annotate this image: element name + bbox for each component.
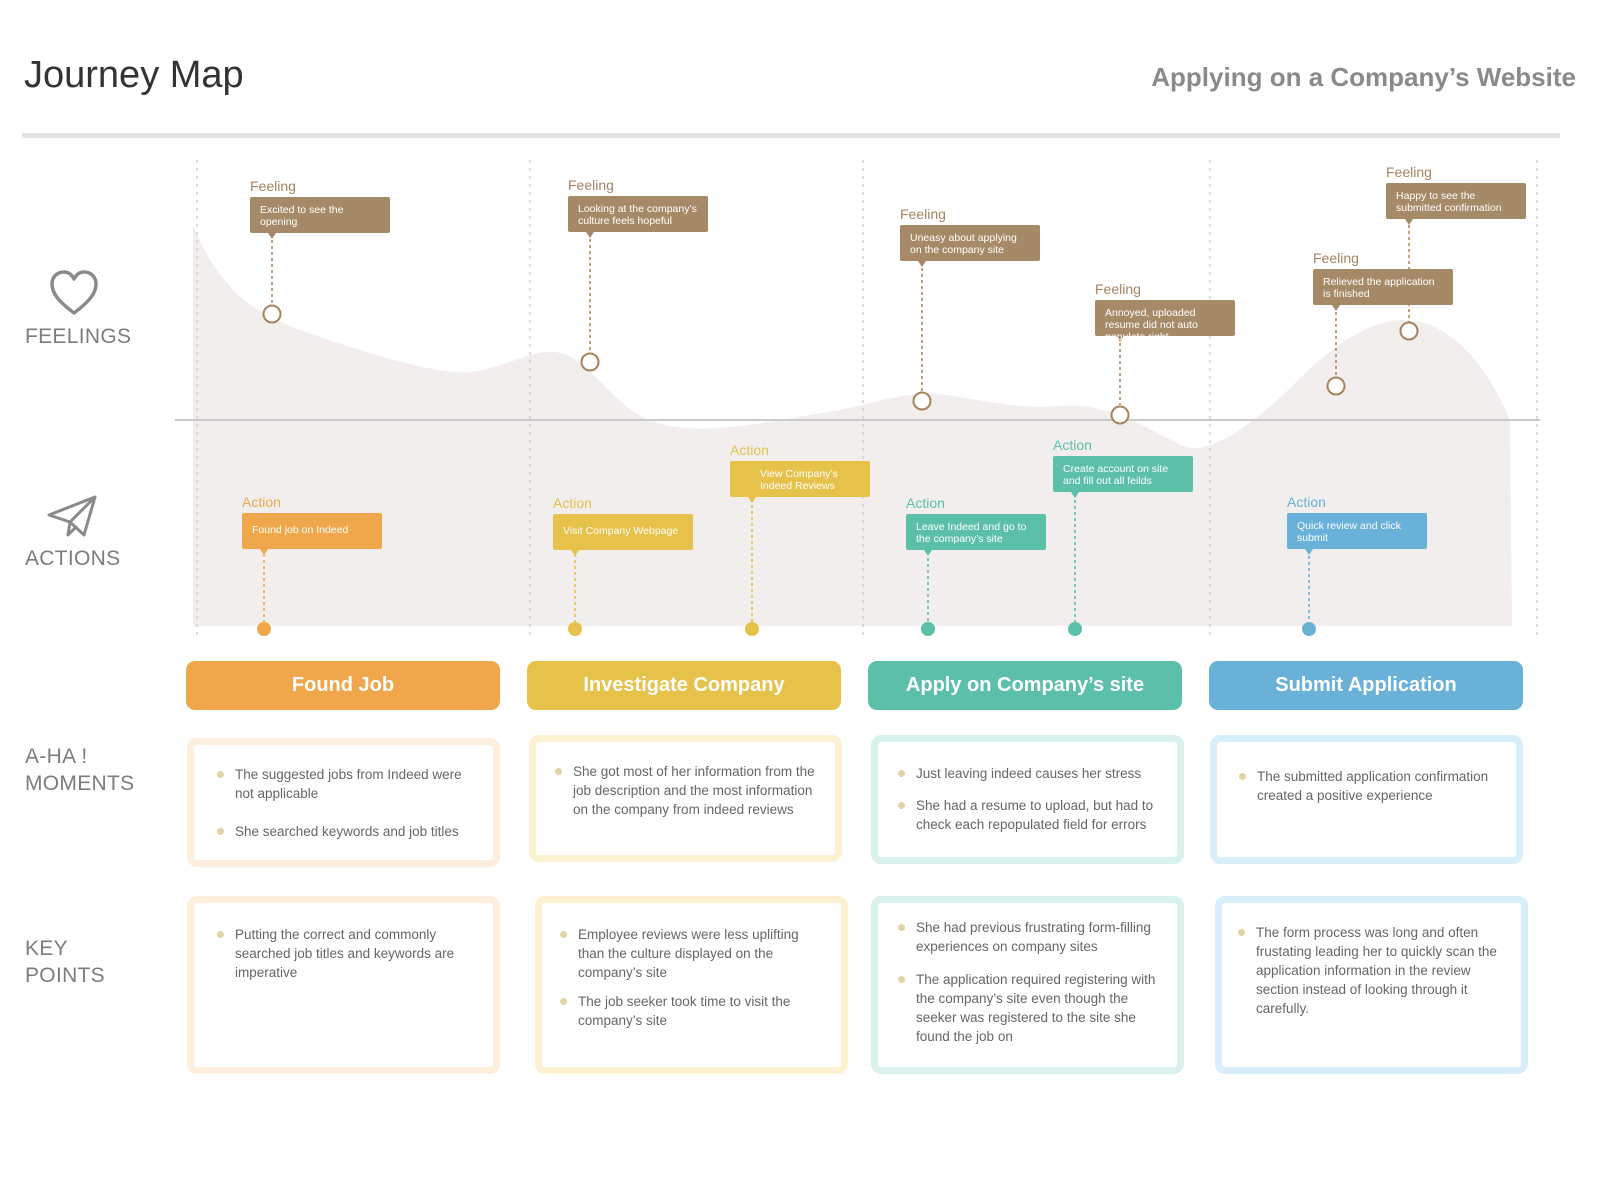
action-tag: Visit Company Webpage — [553, 514, 693, 550]
feeling-point — [580, 352, 600, 372]
feeling-pointer — [268, 233, 276, 239]
aha-card-found-job: The suggested jobs from Indeed were not … — [187, 738, 500, 867]
paper-plane-icon — [46, 493, 98, 550]
feeling-tag: Excited to see the opening — [250, 197, 390, 233]
aha-card-submit-application: The submitted application confirmation c… — [1210, 735, 1523, 864]
feeling-pointer — [1332, 305, 1340, 311]
heart-icon — [48, 268, 100, 325]
feeling-label: Feeling — [1386, 164, 1432, 180]
action-label: Action — [906, 495, 945, 511]
aha-card-apply-on-company-site: Just leaving indeed causes her stress Sh… — [871, 735, 1184, 864]
action-pointer — [1305, 549, 1313, 555]
feeling-markers — [262, 304, 1419, 425]
feeling-tag: Relieved the application is finished — [1313, 269, 1453, 305]
aha-item: The suggested jobs from Indeed were not … — [217, 765, 479, 803]
feeling-point — [262, 304, 282, 324]
row-label-feelings: FEELINGS — [25, 325, 132, 348]
feeling-point — [1399, 321, 1419, 341]
action-tag: Create account on site and fill out all … — [1053, 456, 1193, 492]
feeling-label: Feeling — [250, 178, 296, 194]
action-label: Action — [553, 495, 592, 511]
aha-item: She had a resume to upload, but had to c… — [898, 796, 1163, 834]
action-point — [1302, 622, 1316, 636]
key-points-card-submit-application: The form process was long and often frus… — [1215, 896, 1528, 1074]
feeling-label: Feeling — [1313, 250, 1359, 266]
aha-item: She got most of her information from the… — [555, 762, 821, 819]
row-label-key-points: KEY POINTS — [25, 935, 105, 989]
page-subtitle: Applying on a Company’s Website — [1151, 62, 1576, 92]
feeling-point — [1110, 405, 1130, 425]
feeling-tag: Uneasy about applying on the company sit… — [900, 225, 1040, 261]
feeling-label: Feeling — [568, 177, 614, 193]
action-point — [568, 622, 582, 636]
action-label: Action — [730, 442, 769, 458]
action-label: Action — [1287, 494, 1326, 510]
action-connectors — [263, 494, 1310, 622]
action-label: Action — [1053, 437, 1092, 453]
key-points-card-investigate-company: Employee reviews were less uplifting tha… — [535, 896, 848, 1074]
phase-submit-application: Submit Application — [1209, 661, 1523, 710]
aha-label-line1: A-HA ! — [25, 745, 88, 768]
key-points-card-apply-on-company-site: She had previous frustrating form-fillin… — [871, 896, 1184, 1074]
key-point-item: Putting the correct and commonly searche… — [217, 925, 479, 982]
page-title: Journey Map — [24, 54, 244, 96]
feeling-tag: Looking at the company’s culture feels h… — [568, 196, 708, 232]
phase-found-job: Found Job — [186, 661, 500, 710]
feeling-tag: Annoyed, uploaded resume did not auto po… — [1095, 300, 1235, 343]
action-pointer — [260, 549, 268, 555]
key-point-item: The application required registering wit… — [898, 970, 1159, 1046]
aha-label-line2: MOMENTS — [25, 772, 135, 795]
feeling-pointer — [918, 261, 926, 267]
key-point-item: The job seeker took time to visit the co… — [560, 992, 827, 1030]
tag-pointers — [260, 219, 1413, 556]
feeling-pointer — [1405, 219, 1413, 225]
feeling-pointer — [586, 232, 594, 238]
feeling-point — [1326, 376, 1346, 396]
phase-apply-on-company-site: Apply on Company’s site — [868, 661, 1182, 710]
action-pointer — [571, 550, 579, 556]
row-label-actions: ACTIONS — [25, 547, 121, 570]
action-point — [745, 622, 759, 636]
aha-item: The submitted application confirmation c… — [1239, 767, 1496, 805]
feeling-tag: Happy to see the submitted confirmation — [1386, 183, 1526, 219]
action-markers — [257, 622, 1316, 636]
emotion-area — [193, 225, 1512, 626]
action-pointer — [748, 497, 756, 503]
action-tag: Leave Indeed and go to the company’s sit… — [906, 514, 1046, 550]
action-point — [1068, 622, 1082, 636]
action-tag: Found job on Indeed — [242, 513, 382, 549]
feeling-label: Feeling — [1095, 281, 1141, 297]
action-tag: View Company’s Indeed Reviews — [730, 461, 870, 497]
feeling-point — [912, 391, 932, 411]
action-pointer — [924, 550, 932, 556]
action-point — [257, 622, 271, 636]
key-point-item: Employee reviews were less uplifting tha… — [560, 925, 827, 982]
action-pointer — [1071, 492, 1079, 498]
key-label-line1: KEY — [25, 937, 68, 960]
row-label-aha-moments: A-HA ! MOMENTS — [25, 743, 134, 797]
action-point — [921, 622, 935, 636]
feeling-label: Feeling — [900, 206, 946, 222]
action-label: Action — [242, 494, 281, 510]
key-label-line2: POINTS — [25, 964, 105, 987]
key-point-item: The form process was long and often frus… — [1238, 923, 1505, 1018]
aha-item: She searched keywords and job titles — [217, 822, 479, 841]
phase-investigate-company: Investigate Company — [527, 661, 841, 710]
key-point-item: She had previous frustrating form-fillin… — [898, 918, 1159, 956]
header-divider — [22, 133, 1560, 138]
aha-item: Just leaving indeed causes her stress — [898, 764, 1163, 783]
phase-separators — [196, 160, 1538, 640]
action-tag: Quick review and click submit — [1287, 513, 1427, 549]
feeling-pointer — [1116, 336, 1124, 342]
aha-card-investigate-company: She got most of her information from the… — [529, 735, 842, 862]
key-points-card-found-job: Putting the correct and commonly searche… — [187, 896, 500, 1074]
